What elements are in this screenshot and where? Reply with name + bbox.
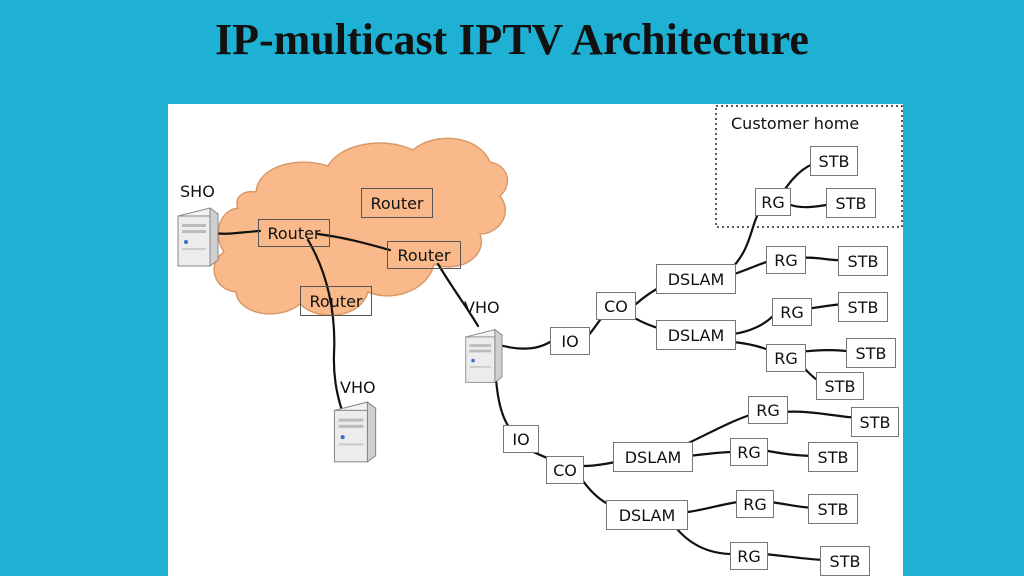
stb-node-5: STB [851, 407, 899, 437]
router-top: Router [361, 188, 433, 218]
router-bottom: Router [300, 286, 372, 316]
rg-node-5: RG [730, 438, 768, 466]
customer-home-label: Customer home [731, 114, 860, 133]
rg-node-6: RG [736, 490, 774, 518]
vho-main-label: VHO [464, 298, 500, 317]
io-node-1: IO [550, 327, 590, 355]
stb-node-1: STB [838, 246, 888, 276]
stb-home-2: STB [826, 188, 876, 218]
stb-node-6: STB [808, 442, 858, 472]
dslam-node-4: DSLAM [606, 500, 688, 530]
stb-node-3: STB [846, 338, 896, 368]
rg-node-2: RG [772, 298, 812, 326]
link-dslam3-rg5 [686, 450, 735, 458]
co-node-2: CO [546, 456, 584, 484]
dslam-node-3: DSLAM [613, 442, 693, 472]
customer-home-boundary [715, 105, 903, 228]
rg-node-4: RG [748, 396, 788, 424]
stb-node-8: STB [820, 546, 870, 576]
diagram-panel: SHO VHO VHO Customer home Router Router … [168, 104, 903, 576]
link-router-vho-bottom [306, 238, 345, 416]
link-router-router-right [316, 232, 392, 252]
rg-node-1: RG [766, 246, 806, 274]
io-node-2: IO [503, 425, 539, 453]
vho-main-server-icon [464, 328, 504, 384]
page-title: IP-multicast IPTV Architecture [215, 15, 809, 64]
vho-bottom-label: VHO [340, 378, 376, 397]
sho-server-icon [176, 207, 220, 267]
router-right: Router [387, 241, 461, 269]
stb-node-2: STB [838, 292, 888, 322]
sho-label: SHO [180, 182, 215, 201]
diagram-canvas [202, 105, 903, 562]
co-node-1: CO [596, 292, 636, 320]
rg-home: RG [755, 188, 791, 216]
link-rg4-stb5 [781, 410, 860, 420]
stb-node-7: STB [808, 494, 858, 524]
router-left: Router [258, 219, 330, 247]
link-dslam2-rg2 [731, 314, 775, 336]
vho-bottom-server-icon [333, 401, 377, 463]
stb-home-1: STB [810, 146, 858, 176]
dslam-node-2: DSLAM [656, 320, 736, 350]
link-router-vho-main [436, 262, 480, 328]
link-rg7-stb8 [761, 552, 825, 562]
link-dslam4-rg6 [686, 500, 740, 514]
rg-node-3: RG [766, 344, 806, 372]
rg-node-7: RG [730, 542, 768, 570]
stb-node-4: STB [816, 372, 864, 400]
dslam-node-1: DSLAM [656, 264, 736, 294]
